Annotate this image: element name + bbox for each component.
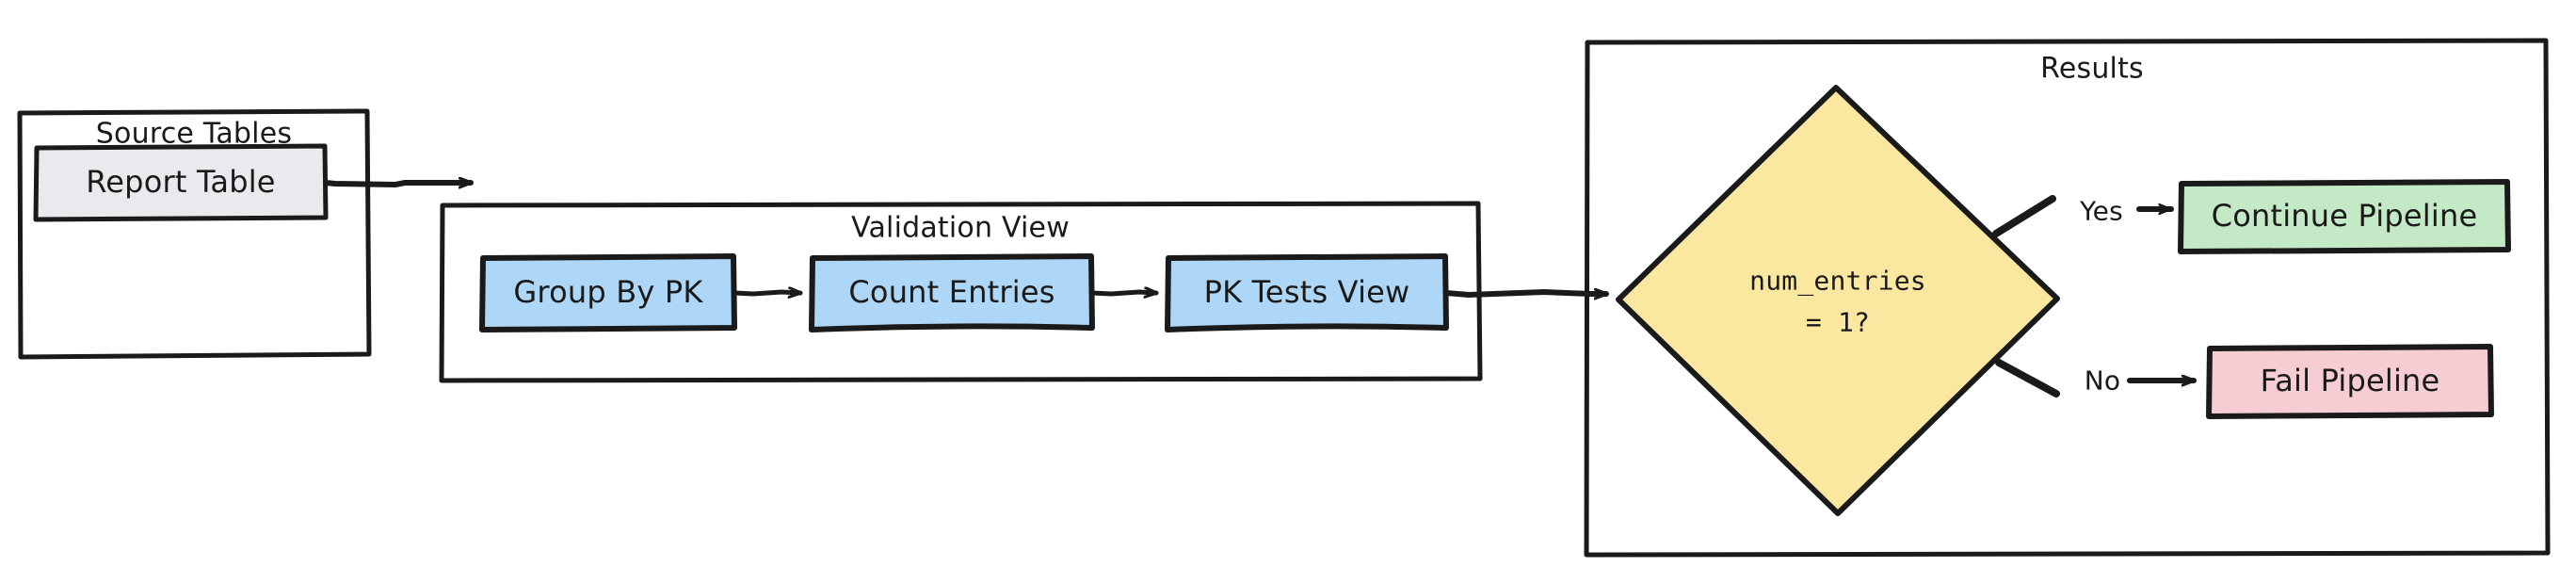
node-group-by-pk[interactable] — [479, 253, 737, 333]
edge-report-to-groupby — [323, 183, 474, 185]
node-pk-tests-view[interactable] — [1165, 253, 1449, 333]
edge-pktests-to-decision — [1443, 292, 1609, 295]
node-continue-pipeline[interactable] — [2178, 179, 2511, 254]
edge-decision-yes — [1992, 195, 2174, 237]
node-num-entries-decision[interactable] — [1616, 85, 2060, 516]
edge-decision-no — [1995, 359, 2197, 397]
node-count-entries[interactable] — [809, 253, 1095, 333]
node-fail-pipeline[interactable] — [2206, 344, 2494, 419]
edge-count-to-pktests — [1089, 292, 1159, 294]
edge-groupby-to-count — [732, 292, 803, 294]
node-report-table[interactable] — [33, 143, 329, 222]
